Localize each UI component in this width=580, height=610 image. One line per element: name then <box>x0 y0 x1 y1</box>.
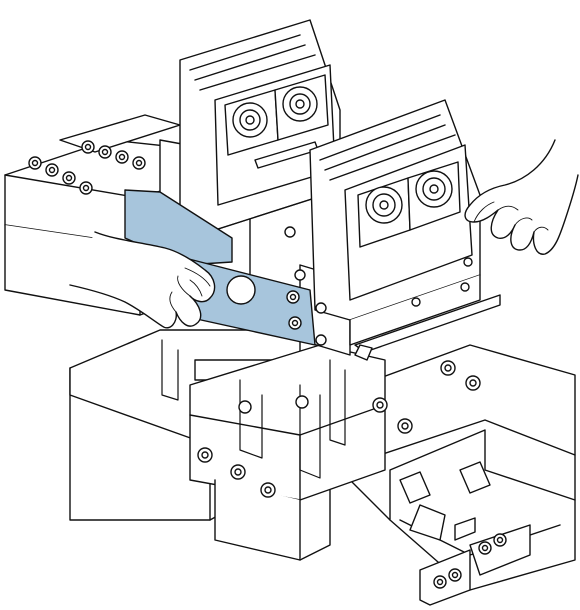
support-bars <box>161 339 346 479</box>
bolt-group-center <box>197 447 507 589</box>
fuse-holder-left <box>159 19 341 251</box>
hand-icon <box>464 139 579 255</box>
center-lower-box <box>189 344 386 561</box>
bolts-right-holder <box>284 226 473 307</box>
fuse-holder-right <box>299 99 501 361</box>
bolt-group-upper-left <box>28 140 146 195</box>
hand-icon <box>69 231 216 329</box>
bolt-group-lower-right <box>238 360 481 434</box>
